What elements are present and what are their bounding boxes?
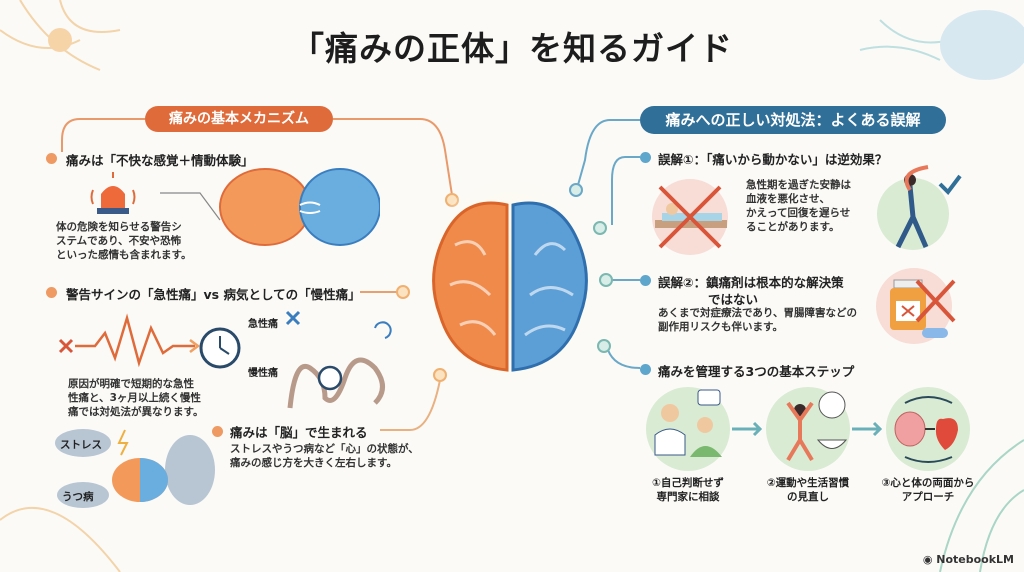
- desc-line: ステムであり、不安や恐怖: [56, 235, 182, 247]
- bed-rest-crossed-icon: [652, 179, 728, 255]
- heading-misconception-1: 誤解①：「痛いから動かない」は逆効果？: [658, 152, 888, 167]
- desc-line: 痛では対処法が異なります。: [68, 406, 204, 418]
- desc-line: 急性期を過ぎた安静は: [746, 179, 851, 191]
- heading-brain-origin: 痛みは「脳」で生まれる: [230, 425, 368, 440]
- two-brains-icon: [160, 168, 380, 246]
- bullet-dot: [46, 287, 57, 298]
- step-2-label: ②運動や生活習慣 の見直し: [753, 476, 863, 504]
- page-title: 「痛みの正体」を知るガイド: [291, 29, 733, 68]
- acute-chronic-illustration: [58, 310, 392, 409]
- desc-line: かえって回復を遅らせ: [746, 207, 851, 219]
- steps-illustration: [646, 387, 970, 471]
- desc-line: あくまで対症療法であり、胃腸障害などの: [658, 307, 857, 319]
- bullet-dot: [640, 275, 651, 286]
- desc-line: 血液を悪化させ、: [746, 193, 830, 205]
- heading-pain-definition: 痛みは「不快な感覚＋情動体験」: [66, 153, 254, 168]
- step-3-label: ③心と体の両面から アプローチ: [873, 476, 983, 504]
- desc-line: 痛みの感じ方を大きく左右します。: [230, 457, 397, 469]
- desc-misconception-1: 急性期を過ぎた安静は 血液を悪化させ、 かえって回復を遅らせ ることがあります。: [746, 178, 851, 234]
- heading-misconception-2: 誤解②：鎮痛剤は根本的な解決策: [658, 275, 844, 290]
- bullet-dot: [46, 153, 57, 164]
- section-title-mechanism: 痛みの基本メカニズム: [145, 106, 333, 132]
- desc-line: 体の危険を知らせる警告シ: [56, 221, 182, 233]
- desc-line: 原因が明確で短期的な急性: [68, 378, 194, 390]
- heading-steps: 痛みを管理する3つの基本ステップ: [658, 364, 855, 379]
- logo-text: NotebookLM: [936, 553, 1014, 566]
- section-title-misconceptions: 痛みへの正しい対処法：よくある誤解: [640, 106, 946, 134]
- label-acute: 急性痛: [248, 319, 278, 330]
- notebooklm-icon: ◉: [922, 553, 937, 566]
- medicine-bottle-crossed-icon: [876, 268, 956, 344]
- label-stress: ストレス: [60, 439, 102, 451]
- step-line: ③心と体の両面から: [881, 477, 975, 489]
- step-line: ②運動や生活習慣: [766, 477, 850, 489]
- desc-line: といった感情も含まれます。: [56, 249, 192, 261]
- desc-acute-vs-chronic: 原因が明確で短期的な急性 性痛と、3ヶ月以上続く慢性 痛では対処法が異なります。: [68, 377, 203, 419]
- step-line: ①自己判断せず: [652, 477, 724, 489]
- desc-line: 副作用リスクも伴います。: [658, 321, 783, 333]
- heading-acute-vs-chronic: 警告サインの「急性痛」vs 病気としての「慢性痛」: [66, 287, 361, 302]
- desc-line: ることがあります。: [746, 221, 840, 233]
- label-depression: うつ病: [62, 491, 94, 503]
- step-line: アプローチ: [901, 491, 955, 503]
- desc-line: 性痛と、3ヶ月以上続く慢性: [68, 392, 201, 404]
- central-brain-icon: [425, 175, 595, 385]
- notebooklm-logo: ◉ NotebookLM: [923, 553, 1014, 566]
- desc-brain-origin: ストレスやうつ病など「心」の状態が、 痛みの感じ方を大きく左右します。: [230, 442, 419, 470]
- desc-pain-definition: 体の危険を知らせる警告シ ステムであり、不安や恐怖 といった感情も含まれます。: [56, 220, 191, 262]
- step-line: の見直し: [787, 491, 829, 503]
- stress-brain-icon: [55, 429, 215, 508]
- label-chronic: 慢性痛: [248, 368, 278, 379]
- desc-misconception-2: あくまで対症療法であり、胃腸障害などの 副作用リスクも伴います。: [658, 306, 857, 334]
- siren-icon: [90, 172, 136, 214]
- bullet-dot: [212, 426, 223, 437]
- bullet-dot: [640, 364, 651, 375]
- bullet-dot: [640, 152, 651, 163]
- step-line: 専門家に相談: [656, 491, 720, 503]
- desc-line: ストレスやうつ病など「心」の状態が、: [230, 443, 419, 455]
- step-1-label: ①自己判断せず 専門家に相談: [633, 476, 743, 504]
- stretching-woman-icon: [877, 165, 962, 250]
- heading-misconception-2-line2: ではない: [708, 292, 759, 307]
